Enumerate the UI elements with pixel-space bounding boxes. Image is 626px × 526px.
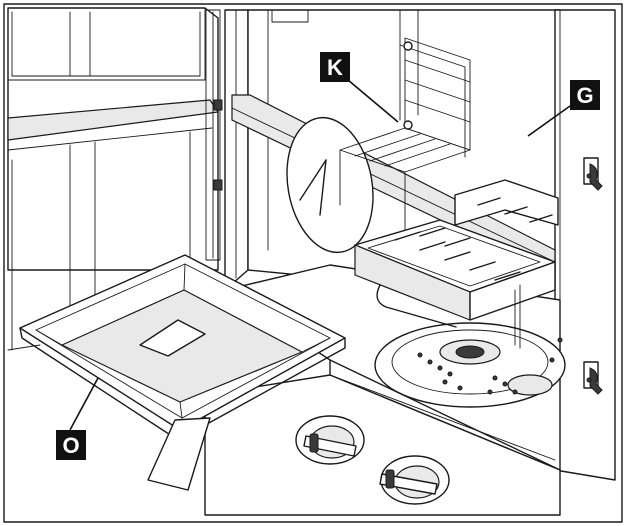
control-fascia — [204, 374, 561, 516]
latch-lower — [583, 361, 603, 395]
open-door — [7, 7, 223, 351]
fan-disc — [286, 116, 374, 254]
callout-k-label: K — [327, 55, 343, 80]
image-border — [3, 3, 623, 523]
callout-g: G — [570, 80, 600, 110]
callout-g-label: G — [576, 83, 593, 108]
tray-lower — [354, 219, 556, 349]
tray-handle — [376, 284, 457, 328]
callout-k: K — [320, 52, 350, 82]
callout-o: O — [56, 430, 86, 460]
wire-rack-k — [339, 37, 471, 231]
control-knob-right — [379, 455, 450, 505]
callout-o-label: O — [62, 433, 79, 458]
leader-o — [69, 377, 99, 431]
latch-upper — [583, 157, 603, 191]
control-knob-left — [295, 415, 365, 465]
burner-base — [374, 322, 566, 408]
drip-pan-o — [19, 254, 346, 491]
leader-g — [527, 105, 571, 137]
leader-k — [347, 79, 399, 123]
